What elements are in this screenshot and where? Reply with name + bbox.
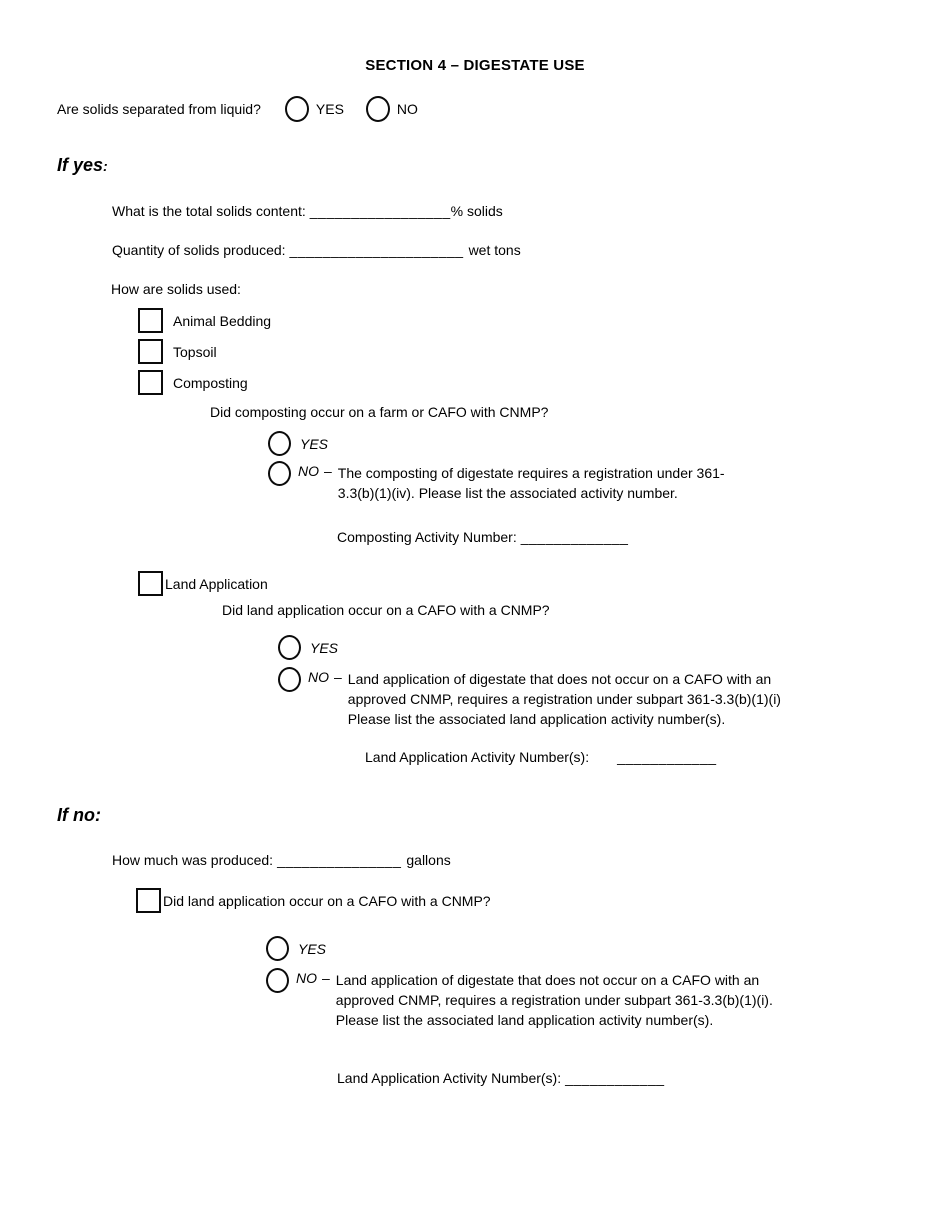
quantity-solids-suffix: wet tons [468, 242, 521, 258]
section-title: SECTION 4 – DIGESTATE USE [365, 57, 585, 74]
dash: – [322, 970, 330, 986]
land-application-if-no-no-text: Land application of digestate that does … [335, 972, 773, 1028]
solids-separated-label: Are solids separated from liquid? [57, 101, 261, 117]
land-application-question: Did land application occur on a CAFO wit… [222, 602, 550, 618]
land-activity-field: Land Application Activity Number(s): ____… [365, 749, 950, 765]
checkbox-row-animal-bedding: Animal Bedding [138, 308, 950, 333]
checkbox-row-topsoil: Topsoil [138, 339, 950, 364]
solids-separated-question-row: Are solids separated from liquid? YES NO [57, 96, 950, 122]
land-activity-if-no-blank[interactable]: ____________ [565, 1070, 665, 1086]
topsoil-label: Topsoil [173, 343, 217, 360]
solids-separated-yes-radio[interactable] [284, 96, 309, 122]
land-application-no-row: NO– Land application of digestate that d… [278, 667, 950, 729]
total-solids-field: What is the total solids content:_______… [112, 203, 950, 219]
topsoil-checkbox[interactable] [138, 339, 163, 364]
animal-bedding-label: Animal Bedding [173, 312, 272, 329]
land-application-no-label: NO– [308, 669, 342, 685]
solids-separated-no-label: NO [396, 101, 418, 117]
composting-no-radio[interactable] [268, 461, 291, 486]
if-yes-heading-colon: : [103, 158, 108, 174]
land-application-no-text: Land application of digestate that does … [347, 671, 781, 727]
total-solids-label: What is the total solids content: [112, 203, 306, 219]
no-label-text: NO [298, 463, 319, 479]
composting-question: Did composting occur on a farm or CAFO w… [210, 404, 549, 420]
animal-bedding-checkbox[interactable] [138, 308, 163, 333]
composting-no-text: The composting of digestate requires a r… [337, 465, 725, 501]
quantity-solids-blank[interactable]: _____________________ [289, 242, 464, 258]
dash: – [334, 669, 342, 685]
land-activity-blank[interactable]: ____________ [617, 749, 717, 765]
no-label-text: NO [296, 970, 317, 986]
composting-checkbox[interactable] [138, 370, 163, 395]
land-application-if-no-yes-radio[interactable] [266, 936, 289, 961]
how-solids-used-label: How are solids used: [111, 281, 241, 297]
checkbox-row-land-application-if-no: Did land application occur on a CAFO wit… [136, 888, 950, 913]
land-application-if-no-yes-row: YES [266, 936, 950, 961]
no-label-text: NO [308, 669, 329, 685]
composting-activity-blank[interactable]: _____________ [520, 529, 629, 545]
land-application-label: Land Application [165, 575, 268, 592]
produced-field: How much was produced:_______________gal… [112, 852, 950, 868]
if-yes-heading-text: If yes [57, 155, 104, 175]
if-yes-heading: If yes: [57, 155, 950, 176]
quantity-solids-label: Quantity of solids produced: [112, 242, 286, 258]
quantity-solids-field: Quantity of solids produced:____________… [112, 242, 950, 258]
land-application-if-no-no-radio[interactable] [266, 968, 289, 993]
produced-label: How much was produced: [112, 852, 274, 868]
land-application-if-no-no-label: NO– [296, 970, 330, 986]
land-activity-if-no-label: Land Application Activity Number(s): [337, 1070, 562, 1086]
composting-yes-radio[interactable] [268, 431, 291, 456]
land-application-if-no-no-row: NO– Land application of digestate that d… [266, 968, 950, 1030]
composting-activity-label: Composting Activity Number: [337, 529, 517, 545]
land-application-if-no-question: Did land application occur on a CAFO wit… [163, 892, 491, 909]
land-application-checkbox[interactable] [138, 571, 163, 596]
checkbox-row-composting: Composting [138, 370, 950, 395]
if-no-heading: If no: [57, 805, 101, 825]
land-application-no-radio[interactable] [278, 667, 301, 692]
composting-no-row: NO– The composting of digestate requires… [268, 461, 950, 503]
checkbox-row-land-application: Land Application [138, 571, 950, 596]
land-application-if-no-yes-label: YES [298, 940, 327, 957]
land-application-yes-radio[interactable] [278, 635, 301, 660]
composting-yes-label: YES [300, 435, 329, 452]
composting-activity-field: Composting Activity Number:_____________ [337, 529, 950, 545]
composting-yes-row: YES [268, 431, 950, 456]
produced-suffix: gallons [406, 852, 451, 868]
dash: – [324, 463, 332, 479]
composting-label: Composting [173, 374, 248, 391]
land-application-yes-label: YES [310, 639, 339, 656]
solids-separated-no-radio[interactable] [365, 96, 390, 122]
land-activity-if-no-field: Land Application Activity Number(s):____… [337, 1070, 950, 1086]
land-application-yes-row: YES [278, 635, 950, 660]
land-activity-label: Land Application Activity Number(s): [365, 749, 590, 765]
total-solids-blank[interactable]: _________________ [309, 203, 451, 219]
composting-no-label: NO– [298, 463, 332, 479]
total-solids-suffix: % solids [450, 203, 503, 219]
produced-blank[interactable]: _______________ [277, 852, 402, 868]
land-application-if-no-checkbox[interactable] [136, 888, 161, 913]
solids-separated-yes-label: YES [315, 101, 344, 117]
